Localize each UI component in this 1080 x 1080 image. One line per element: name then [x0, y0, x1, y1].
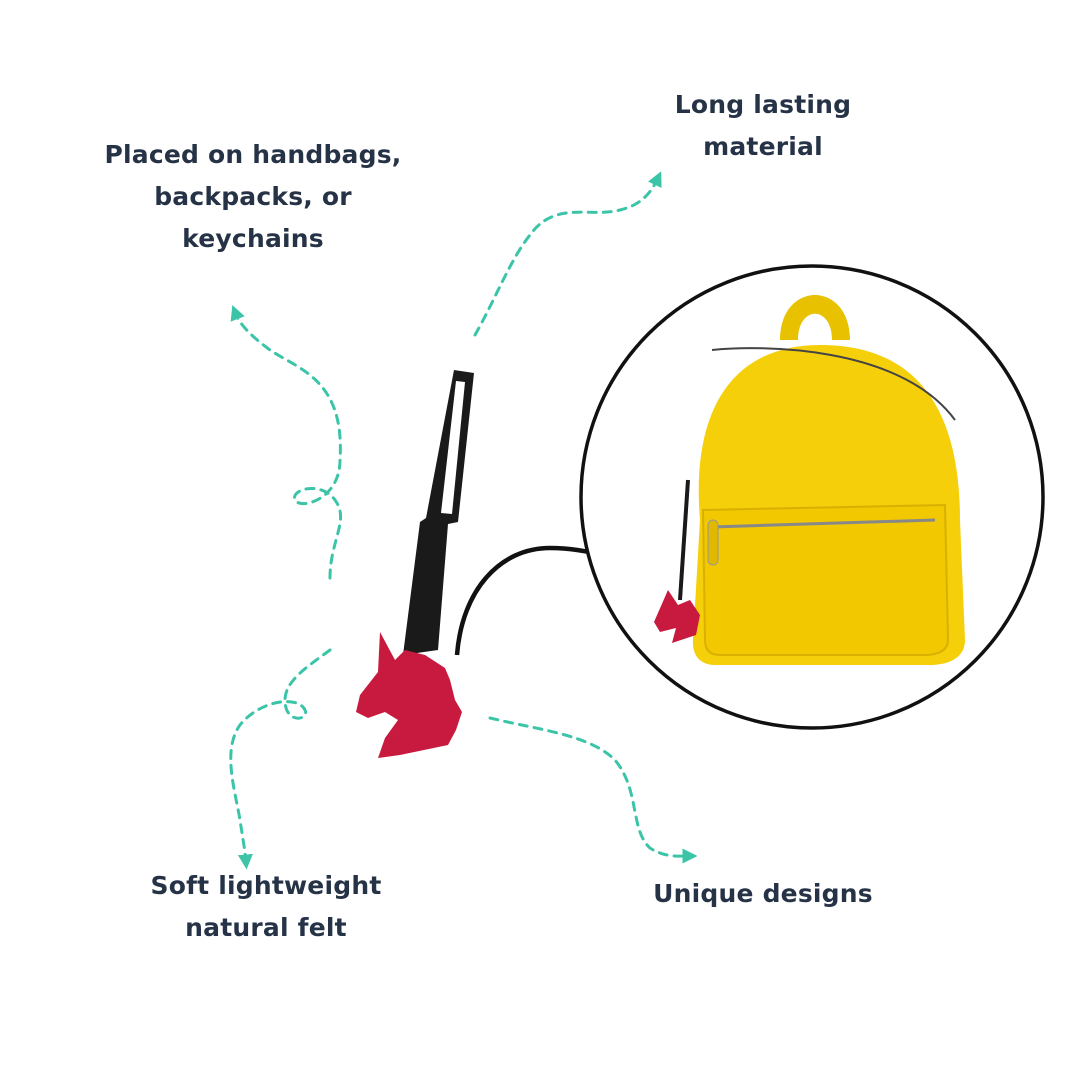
- feature-felt: Soft lightweight natural felt: [150, 871, 382, 942]
- feature-placement: Placed on handbags, backpacks, or keycha…: [104, 140, 402, 253]
- feature-designs: Unique designs: [653, 879, 873, 908]
- dashed-arrow-felt: [229, 648, 332, 870]
- dashed-arrow-designs: [488, 716, 698, 864]
- dashed-arrow-placement: [230, 305, 343, 580]
- dashed-arrow-material: [473, 171, 662, 337]
- unicorn-charm: [356, 370, 474, 758]
- yellow-backpack: [654, 295, 965, 665]
- feature-material: Long lasting material: [674, 90, 852, 161]
